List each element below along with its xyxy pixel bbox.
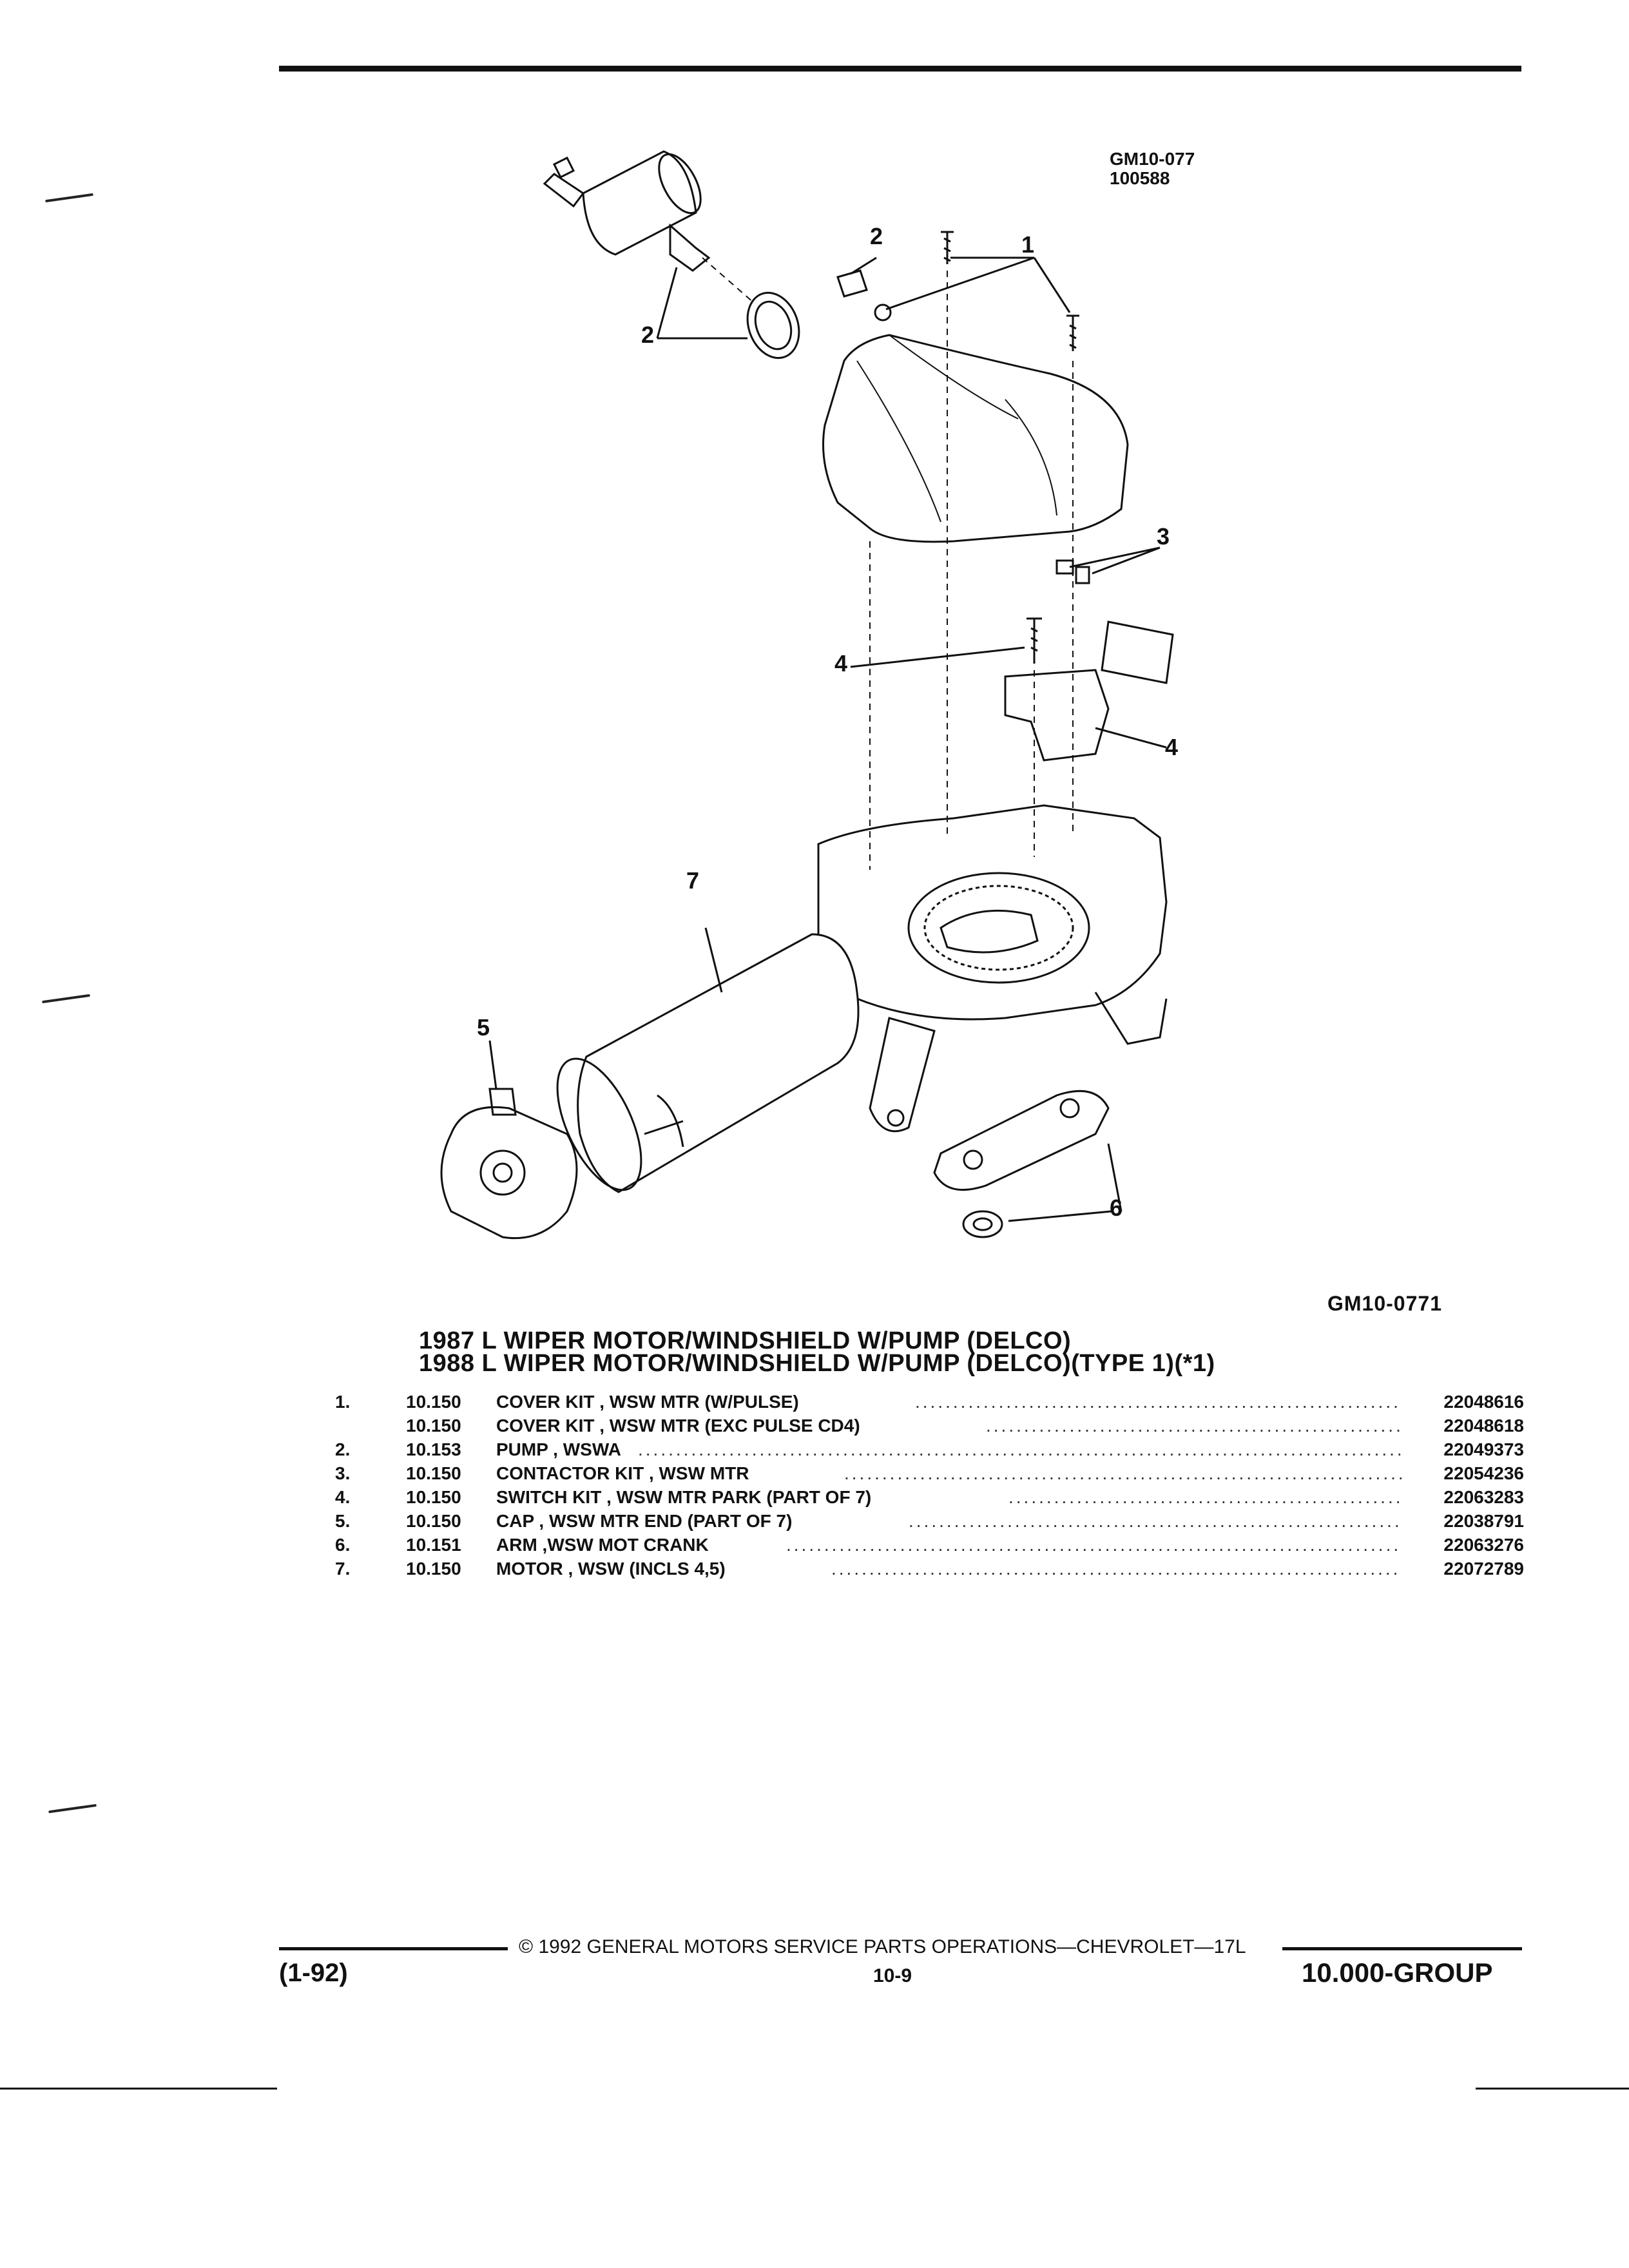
- part-row: 6. 10.151 ARM ,WSW MOT CRANK ...........…: [335, 1535, 1524, 1559]
- margin-mark: [45, 193, 93, 203]
- clip-part: [836, 269, 868, 298]
- margin-mark: [48, 1803, 97, 1814]
- callout-2-clip: 2: [870, 223, 883, 249]
- figure-id: GM10-0771: [1327, 1292, 1442, 1315]
- part-description: MOTOR , WSW (INCLS 4,5): [496, 1559, 726, 1579]
- top-rule: [279, 66, 1521, 72]
- part-number: 22063283: [1443, 1487, 1524, 1507]
- alignment-lines: [702, 257, 1074, 870]
- leader-dots: ........................................…: [638, 1439, 1402, 1459]
- pump-seal: [746, 291, 800, 360]
- part-description: ARM ,WSW MOT CRANK: [496, 1535, 709, 1555]
- leader-dots: ........................................…: [1008, 1487, 1402, 1507]
- footer-copyright: © 1992 GENERAL MOTORS SERVICE PARTS OPER…: [519, 1936, 1246, 1957]
- footer-rule-right: [1282, 1947, 1522, 1950]
- part-item-number: 5.: [335, 1511, 351, 1531]
- motor-body: [556, 933, 860, 1193]
- part-item-number: 1.: [335, 1392, 351, 1412]
- leader-dots: ........................................…: [915, 1392, 1402, 1412]
- park-switch: [1004, 669, 1110, 762]
- part-number: 22048616: [1443, 1392, 1524, 1412]
- part-item-number: 3.: [335, 1463, 351, 1483]
- part-description: COVER KIT , WSW MTR (W/PULSE): [496, 1392, 799, 1412]
- part-description: CONTACTOR KIT , WSW MTR: [496, 1463, 749, 1483]
- part-description: COVER KIT , WSW MTR (EXC PULSE CD4): [496, 1416, 860, 1436]
- part-item-number: 2.: [335, 1439, 351, 1459]
- part-row: 7. 10.150 MOTOR , WSW (INCLS 4,5) ......…: [335, 1559, 1524, 1582]
- wiper-motor-exploded-diagram: [440, 150, 1174, 1240]
- title-1988: 1988 L WIPER MOTOR/WINDSHIELD W/PUMP (DE…: [419, 1350, 1215, 1377]
- callout-2-pump: 2: [641, 322, 655, 348]
- scan-line-left: [0, 2088, 277, 2090]
- callout-4-screw: 4: [834, 650, 848, 677]
- diagram-ref-date: 100588: [1110, 168, 1170, 188]
- margin-mark: [42, 994, 90, 1004]
- contactor-parts: [1055, 559, 1174, 684]
- crank-arm: [933, 1090, 1110, 1238]
- end-cap: [440, 1088, 578, 1240]
- diagram-ref-id: GM10-077: [1110, 149, 1195, 169]
- footer-date: (1-92): [279, 1959, 348, 1987]
- part-row: 1. 10.150 COVER KIT , WSW MTR (W/PULSE) …: [335, 1392, 1524, 1416]
- screw-parts: [874, 231, 1079, 664]
- part-row: 5. 10.150 CAP , WSW MTR END (PART OF 7) …: [335, 1511, 1524, 1535]
- part-number: 22063276: [1443, 1535, 1524, 1555]
- footer-rule-left: [279, 1947, 508, 1950]
- callout-5: 5: [477, 1014, 490, 1041]
- title-1987: 1987 L WIPER MOTOR/WINDSHIELD W/PUMP (DE…: [419, 1327, 1072, 1354]
- part-group-code: 10.150: [406, 1559, 461, 1579]
- part-item-number: 4.: [335, 1487, 351, 1507]
- part-row: 4. 10.150 SWITCH KIT , WSW MTR PARK (PAR…: [335, 1487, 1524, 1511]
- callout-7: 7: [686, 867, 700, 894]
- part-number: 22049373: [1443, 1439, 1524, 1459]
- callout-4-switch: 4: [1165, 734, 1179, 760]
- part-number: 22048618: [1443, 1416, 1524, 1436]
- part-row: 2. 10.153 PUMP , WSWA ..................…: [335, 1439, 1524, 1463]
- part-row: 3. 10.150 CONTACTOR KIT , WSW MTR ......…: [335, 1463, 1524, 1487]
- leader-dots: ........................................…: [986, 1416, 1402, 1436]
- part-group-code: 10.150: [406, 1392, 461, 1412]
- part-description: SWITCH KIT , WSW MTR PARK (PART OF 7): [496, 1487, 872, 1507]
- callout-1: 1: [1021, 231, 1035, 258]
- part-description: PUMP , WSWA: [496, 1439, 621, 1459]
- part-group-code: 10.153: [406, 1439, 461, 1459]
- parts-list: 1. 10.150 COVER KIT , WSW MTR (W/PULSE) …: [335, 1392, 1524, 1582]
- part-number: 22072789: [1443, 1559, 1524, 1579]
- part-description: CAP , WSW MTR END (PART OF 7): [496, 1511, 793, 1531]
- part-group-code: 10.150: [406, 1463, 461, 1483]
- leader-dots: ........................................…: [909, 1511, 1402, 1531]
- part-group-code: 10.150: [406, 1511, 461, 1531]
- leader-dots: ........................................…: [831, 1559, 1402, 1579]
- part-row: 10.150 COVER KIT , WSW MTR (EXC PULSE CD…: [335, 1416, 1524, 1439]
- leader-dots: ........................................…: [786, 1535, 1402, 1555]
- gearbox-housing: [817, 804, 1168, 1133]
- footer-group: 10.000-GROUP: [1302, 1957, 1493, 1988]
- part-item-number: 6.: [335, 1535, 351, 1555]
- callout-6: 6: [1110, 1195, 1123, 1221]
- leader-lines: [488, 256, 1167, 1222]
- part-group-code: 10.150: [406, 1416, 461, 1436]
- scan-line-right: [1476, 2088, 1629, 2090]
- part-number: 22054236: [1443, 1463, 1524, 1483]
- pump-part: [543, 150, 711, 272]
- motor-cover: [822, 334, 1129, 543]
- part-group-code: 10.151: [406, 1535, 461, 1555]
- part-group-code: 10.150: [406, 1487, 461, 1507]
- part-item-number: 7.: [335, 1559, 351, 1579]
- callout-3: 3: [1157, 523, 1170, 550]
- footer-page-number: 10-9: [873, 1965, 912, 1986]
- part-number: 22038791: [1443, 1511, 1524, 1531]
- leader-dots: ........................................…: [844, 1463, 1402, 1483]
